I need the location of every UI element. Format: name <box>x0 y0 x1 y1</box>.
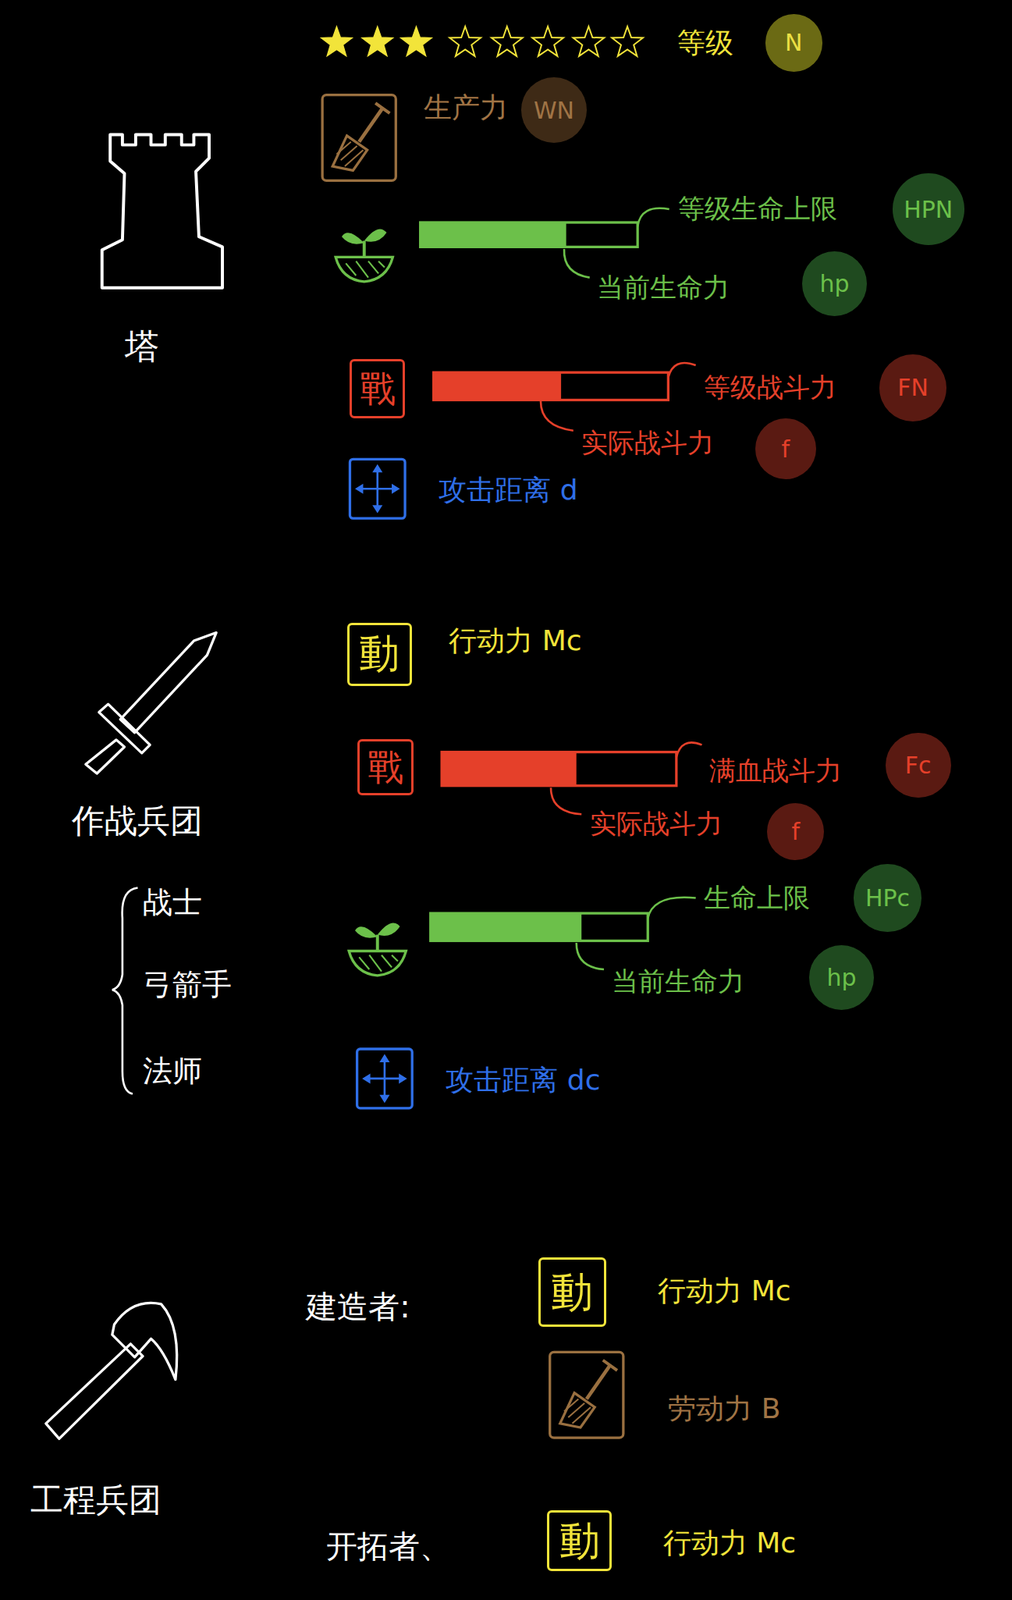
stat-name: 行动力 Mc <box>448 624 582 657</box>
node-text: FN <box>897 374 929 401</box>
star-empty <box>611 26 643 57</box>
node-text: 動 <box>358 631 400 676</box>
stat-badge: hp <box>809 944 875 1011</box>
range-icon <box>349 458 405 519</box>
node-text: hp <box>819 270 849 297</box>
unit-name: 作战兵团 <box>71 802 203 840</box>
stat-badge: Fc <box>885 732 952 799</box>
unit-type: 法师 <box>142 1054 203 1089</box>
tower-icon <box>102 134 223 288</box>
hp-bar-frame <box>420 222 638 247</box>
node-text: HPc <box>865 884 910 911</box>
stat-name: 行动力 Mc <box>663 1526 796 1559</box>
fight-bar-fill <box>433 372 562 400</box>
stat-name: 实际战斗力 <box>589 808 723 839</box>
fight-bar-frame <box>433 372 669 400</box>
brace <box>112 887 139 1094</box>
stat-name: 当前生命力 <box>611 965 745 997</box>
hp-bar-fill <box>430 912 583 941</box>
stat-name: 等级 <box>677 26 734 59</box>
sword-icon <box>85 632 217 774</box>
stat-name: 等级生命上限 <box>678 193 838 224</box>
unit-name: 工程兵团 <box>30 1480 162 1519</box>
stat-name: 攻击距离 dc <box>445 1063 601 1096</box>
hp-bar-frame <box>430 912 648 941</box>
node-text: f <box>781 436 790 462</box>
stat-badge: HPc <box>853 863 921 931</box>
leader-line <box>676 742 703 757</box>
rating-stars <box>321 26 643 57</box>
action-icon: 動 <box>546 1509 613 1571</box>
stat-name: 等级战斗力 <box>703 372 837 403</box>
unit-type: 弓箭手 <box>142 967 232 1002</box>
leader-line <box>550 787 582 814</box>
unit-type: 建造者: <box>305 1288 410 1325</box>
stat-name: 攻击距离 d <box>438 473 578 506</box>
stat-badge: hp <box>802 251 868 317</box>
unit-name: 塔 <box>124 326 160 367</box>
node-text: 動 <box>550 1268 593 1315</box>
action-icon: 動 <box>538 1257 608 1327</box>
star-empty <box>532 26 564 57</box>
unit-type: 战士 <box>142 885 203 920</box>
stat-badge: FN <box>879 354 947 422</box>
combat-icon: 戰 <box>357 738 414 796</box>
combat-icon: 戰 <box>349 358 405 419</box>
star-filled <box>362 26 394 57</box>
stat-badge: HPN <box>892 173 965 246</box>
fight-bar-fill <box>441 752 577 786</box>
shovel-icon <box>322 95 396 182</box>
node-text: 戰 <box>359 369 396 409</box>
node-text: hp <box>827 964 857 991</box>
leader-line <box>667 362 696 378</box>
leader-line <box>647 897 696 919</box>
node-text: f <box>791 818 801 845</box>
leader-line <box>637 208 670 227</box>
stat-badge: f <box>755 418 817 480</box>
range-icon <box>357 1048 413 1108</box>
fight-bar-frame <box>441 752 677 786</box>
stat-name: 实际战斗力 <box>581 427 714 459</box>
node-text: 動 <box>559 1518 601 1563</box>
stat-name: 生命上限 <box>703 882 810 913</box>
star-empty <box>491 26 523 57</box>
unit-type: 开拓者、 <box>326 1527 451 1564</box>
node-text: HPN <box>903 196 953 223</box>
node-text: Fc <box>905 752 932 778</box>
action-icon: 動 <box>347 622 413 686</box>
hp-bar-fill <box>420 222 567 247</box>
seedling-icon <box>335 228 393 281</box>
stat-name: 满血战斗力 <box>709 755 842 786</box>
stat-name: 劳动力 B <box>667 1391 781 1424</box>
level-badge: N <box>765 14 823 72</box>
stat-name: 生产力 <box>423 91 508 124</box>
shovel-icon <box>550 1351 624 1438</box>
seedling-icon <box>348 922 406 975</box>
hammer-icon <box>46 1302 178 1439</box>
star-filled <box>401 26 433 57</box>
leader-line <box>564 248 590 278</box>
node-text: N <box>784 29 803 56</box>
stat-name: 当前生命力 <box>596 272 730 303</box>
node-text: WN <box>533 97 575 124</box>
stat-badge: WN <box>521 77 587 143</box>
node-text: 戰 <box>367 747 404 788</box>
star-empty <box>449 26 481 57</box>
leader-line <box>576 942 604 970</box>
star-filled <box>321 26 353 57</box>
leader-line <box>540 401 574 431</box>
stat-name: 行动力 Mc <box>657 1274 791 1307</box>
stat-badge: f <box>766 802 824 860</box>
star-empty <box>573 26 605 57</box>
